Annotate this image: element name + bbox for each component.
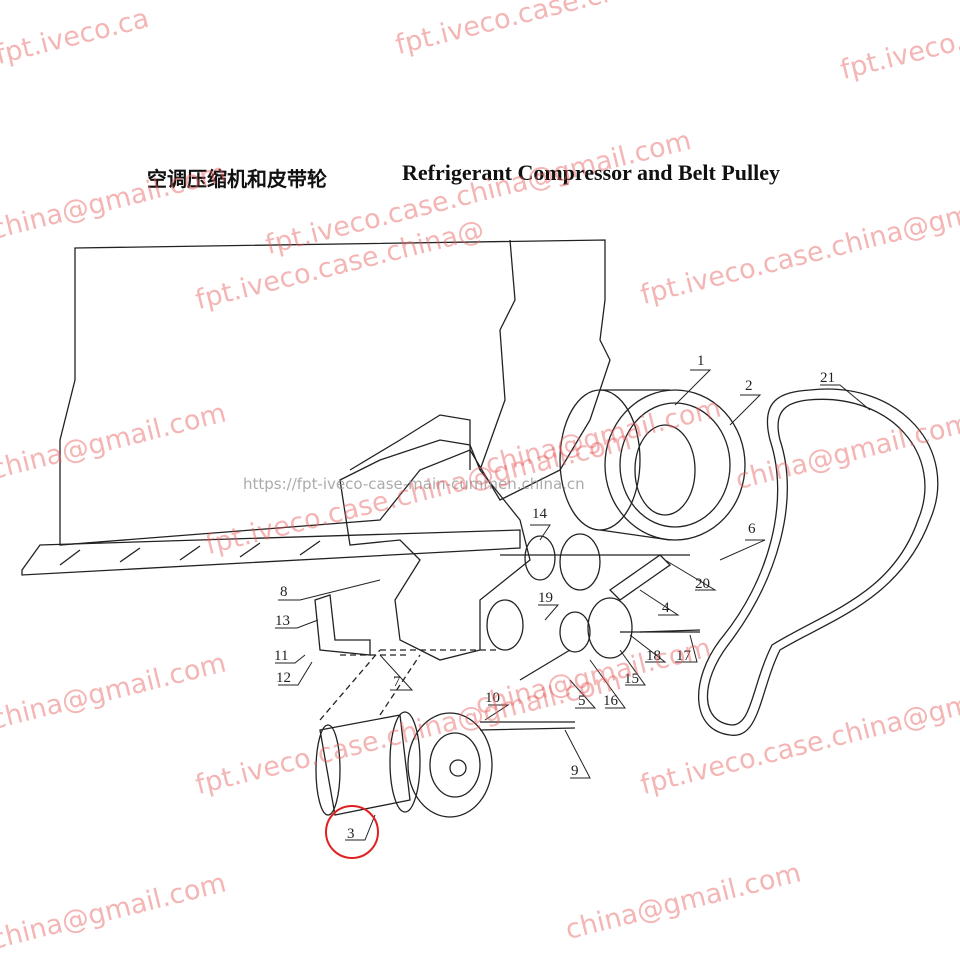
bolt-17 [639,629,701,633]
crankshaft-pulley [559,389,746,541]
callout-5: 5 [578,693,586,709]
callout-8: 8 [280,584,288,600]
callout-17: 17 [676,648,692,664]
callout-2: 2 [745,378,753,394]
bolt-9 [479,721,576,731]
callout-1: 1 [697,353,705,369]
ac-compressor [315,711,493,818]
idler-pulley-14 [524,535,556,581]
idler-pulley-15 [587,597,633,659]
watermark-url: https://fpt-iveco-case-main-cummen.china… [243,475,585,493]
highlight-circle [325,805,379,859]
oil-pan-rail [21,529,521,576]
callout-16: 16 [603,693,619,709]
title-chinese: 空调压缩机和皮带轮 [147,167,327,191]
idler-pulley-16 [559,611,591,653]
callout-21: 21 [820,370,835,386]
callout-13: 13 [275,613,290,629]
drive-belt [698,388,939,736]
callout-12: 12 [276,670,291,686]
callout-9: 9 [571,763,579,779]
callout-11: 11 [274,648,288,664]
bracket-13 [314,594,371,656]
callout-4: 4 [662,600,670,616]
title-english: Refrigerant Compressor and Belt Pulley [402,160,781,185]
callout-18: 18 [646,648,661,664]
callout-14: 14 [532,506,548,522]
callout-10: 10 [485,690,500,706]
engine-block-outline [59,239,611,546]
callout-7: 7 [393,674,401,690]
callout-15: 15 [624,671,639,687]
callout-3: 3 [347,826,355,842]
callout-20: 20 [695,576,710,592]
callout-6: 6 [748,521,756,537]
mounting-bracket [339,439,531,661]
callout-19: 19 [538,590,553,606]
